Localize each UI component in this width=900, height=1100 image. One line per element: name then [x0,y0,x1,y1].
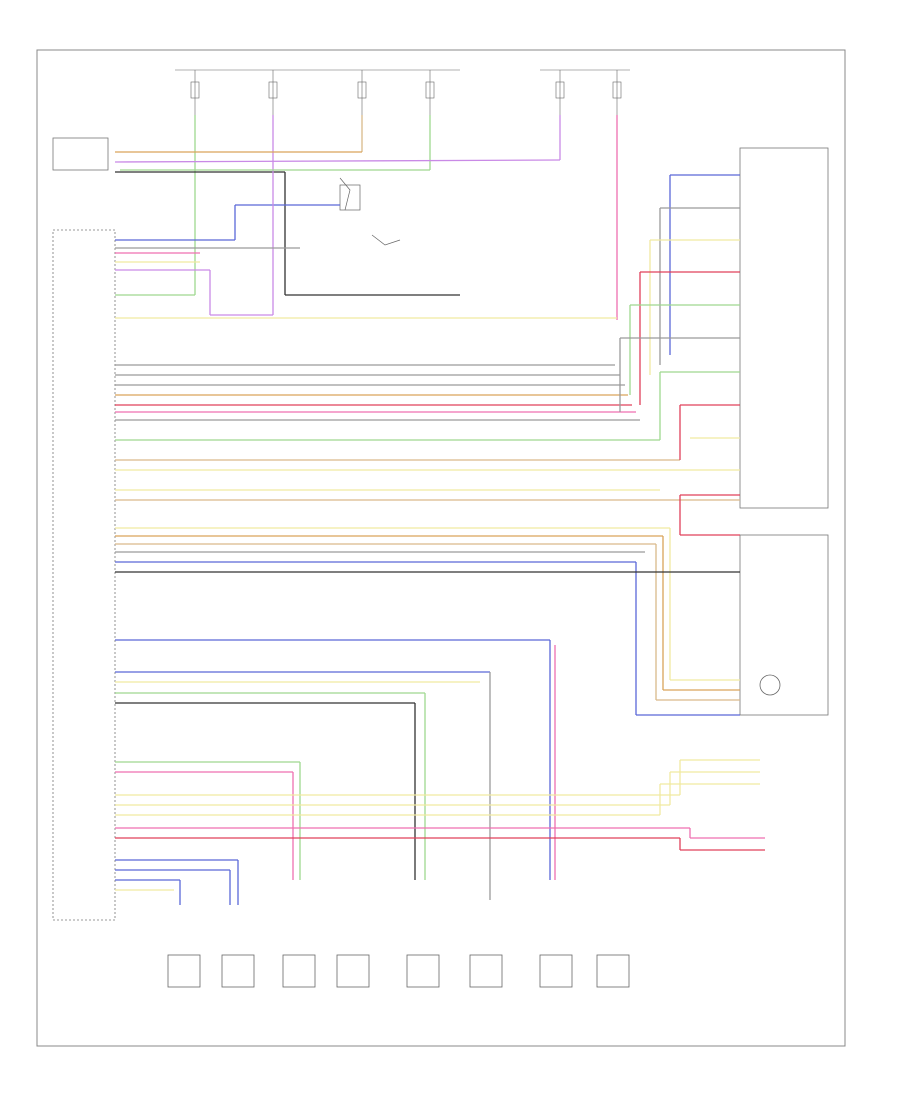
component-2 [221,954,255,988]
relay-switch [339,177,401,246]
fuse-6 [612,70,622,115]
fuse-1 [190,70,200,115]
component-7 [539,954,573,988]
lower-right-switch-panel [739,534,829,716]
fuse-5 [555,70,565,115]
fuse-3 [357,70,367,115]
main-control-module [52,229,116,921]
component-6 [469,954,503,988]
component-8 [596,954,630,988]
motor-symbol [759,674,781,696]
component-5 [406,954,440,988]
component-3 [282,954,316,988]
fuse-2 [268,70,278,115]
diagram-frame [36,49,846,1047]
lower-bus [115,527,740,716]
upper-wires [114,151,617,319]
right-switch-panel [739,147,829,509]
bottom-right-feeds [115,759,765,851]
upper-left-module [52,137,109,171]
top-fuse-row [175,69,630,115]
right-risers [619,174,740,536]
component-4 [336,954,370,988]
component-1 [167,954,201,988]
middle-bus [115,364,740,501]
bottom-components [167,954,630,988]
fuse-4 [425,70,435,115]
component-drops [115,639,556,905]
top-drops [194,115,618,320]
